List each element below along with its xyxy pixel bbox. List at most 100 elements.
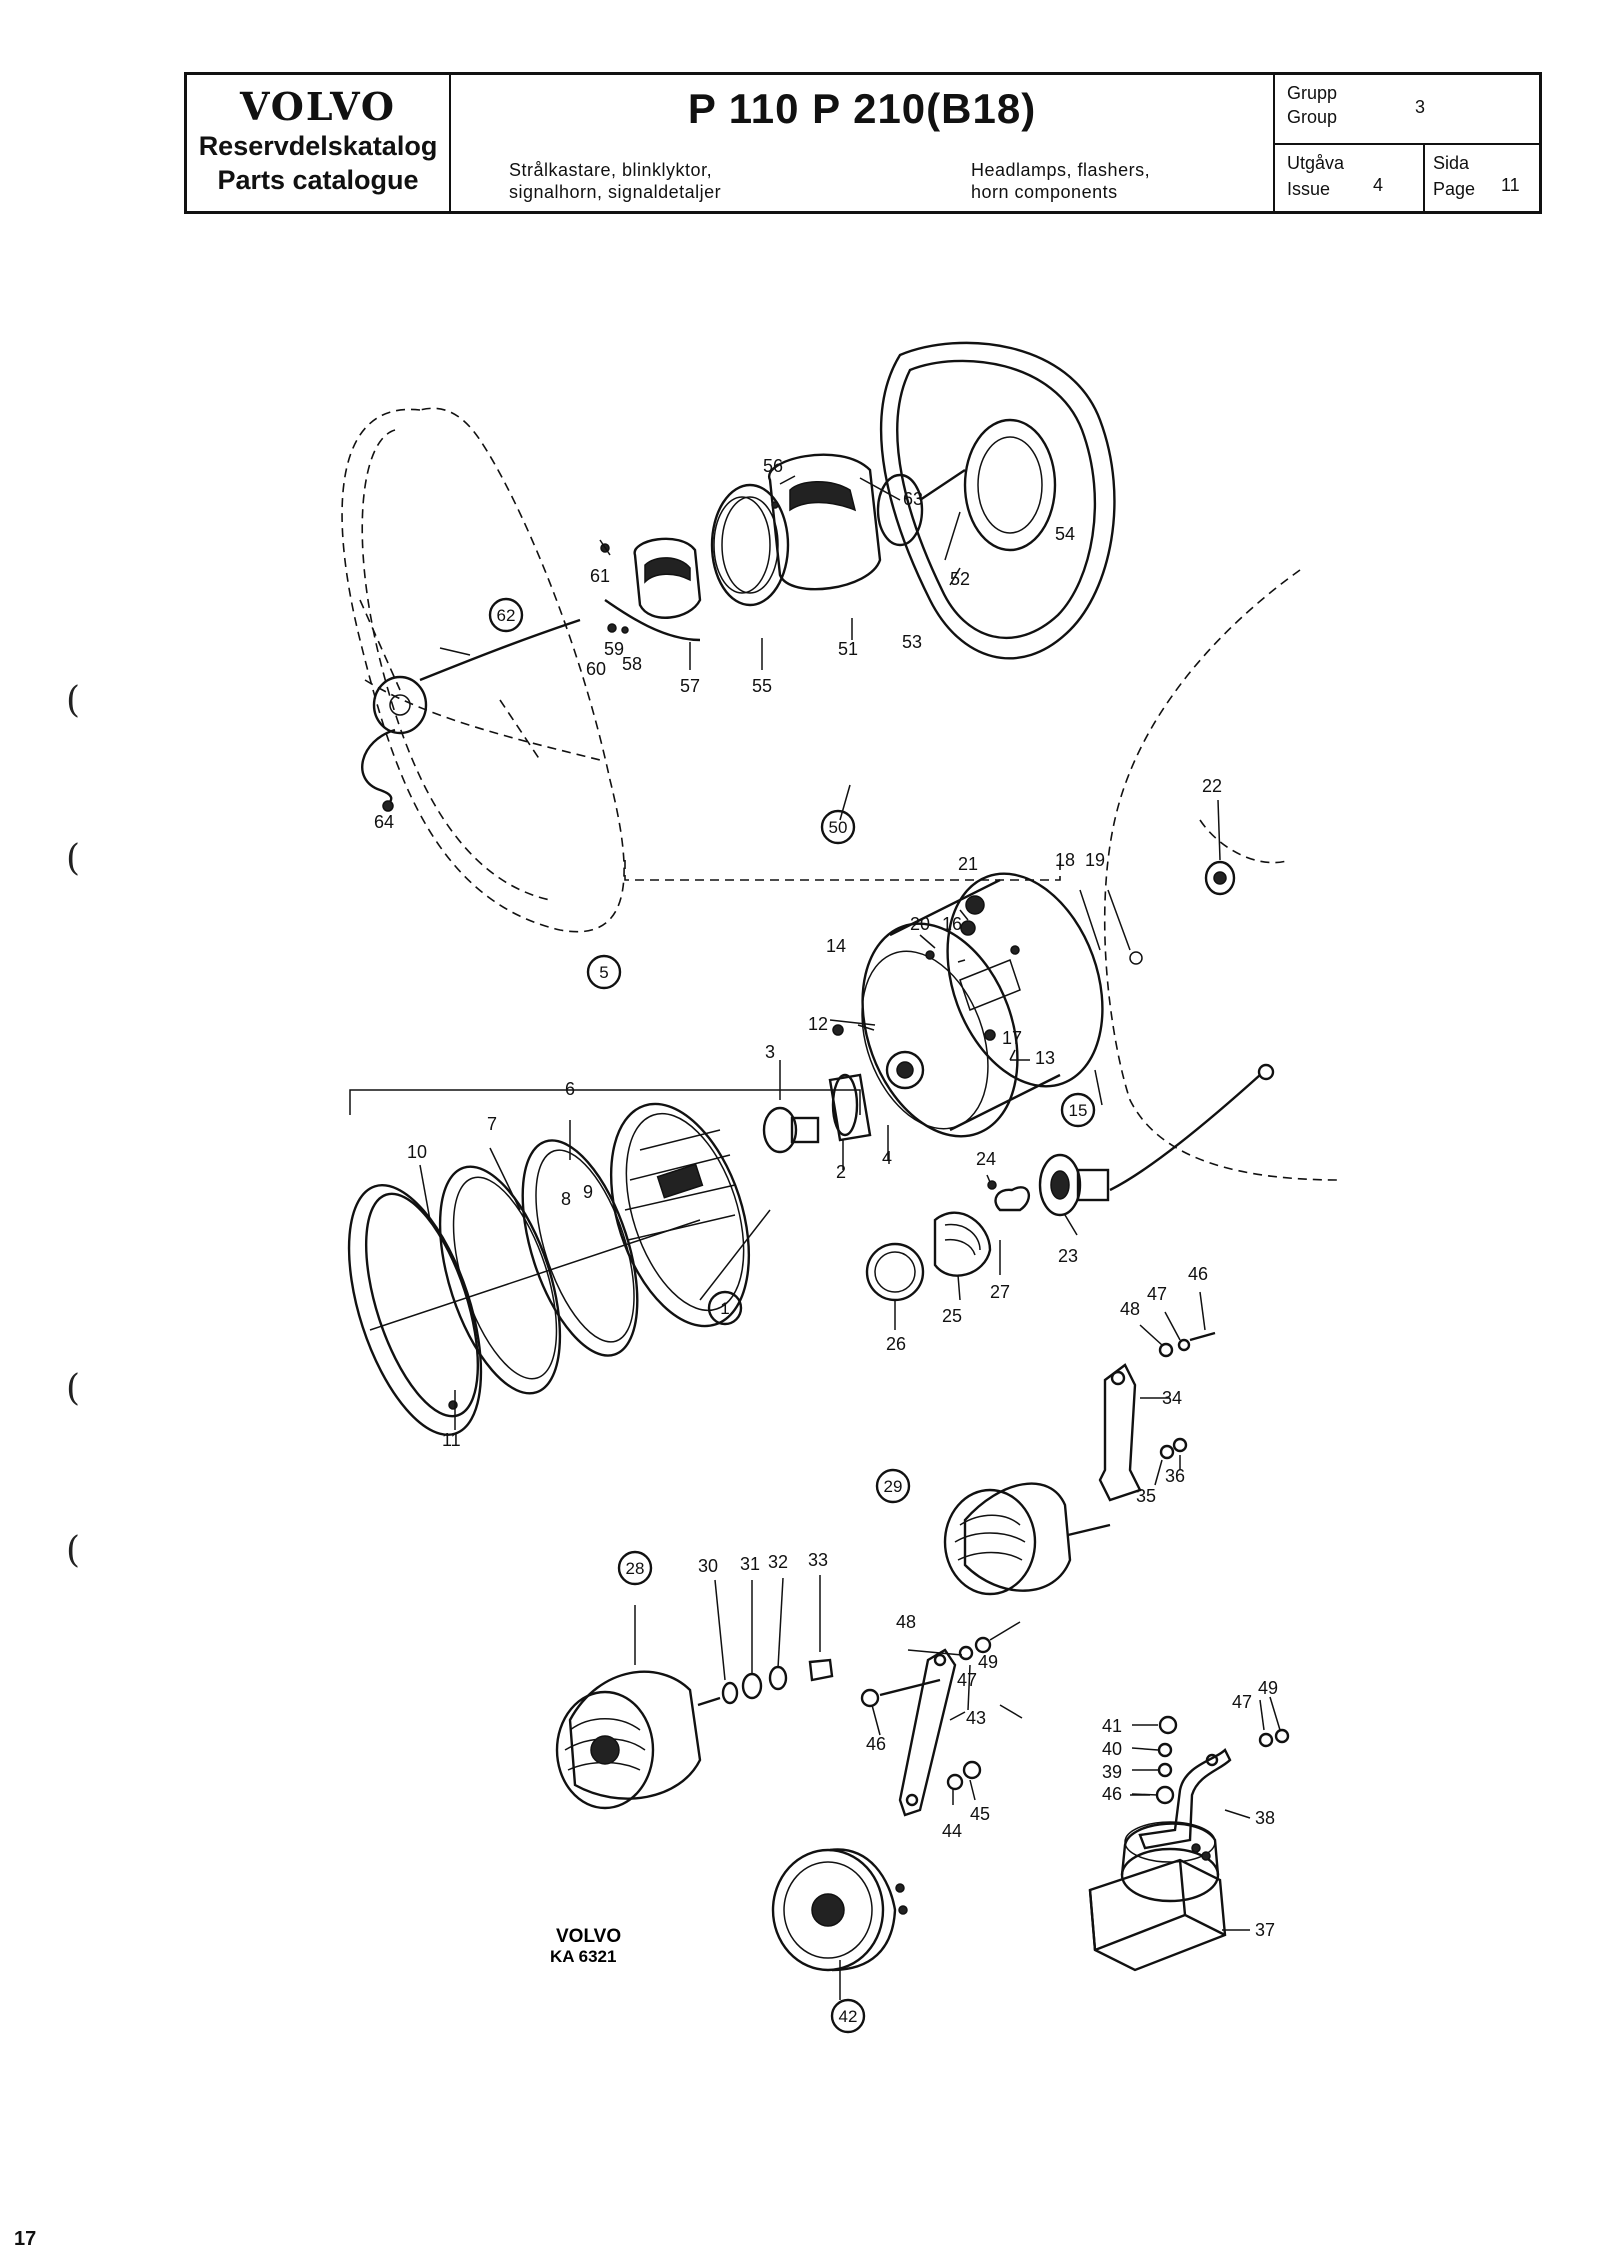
callout-18: 18 xyxy=(1055,850,1075,870)
callout-35: 35 xyxy=(1136,1486,1156,1506)
callout-16: 16 xyxy=(942,914,962,934)
callout-6: 6 xyxy=(565,1079,575,1099)
group-5-bracket xyxy=(349,1089,861,1115)
callout-39: 39 xyxy=(1102,1762,1122,1782)
callout-37: 37 xyxy=(1255,1920,1275,1940)
issue-label-en: Issue xyxy=(1287,179,1331,199)
header-divider-vertical xyxy=(1423,143,1425,211)
description-sv: Strålkastare, blinklyktor, signalhorn, s… xyxy=(509,159,721,203)
volvo-logo: VOLVO xyxy=(239,84,397,129)
description-en: Headlamps, flashers, horn components xyxy=(971,159,1150,203)
callout-58: 58 xyxy=(622,654,642,674)
callout-49a: 49 xyxy=(978,1652,998,1672)
callout-47a: 47 xyxy=(1147,1284,1167,1304)
callout-59: 59 xyxy=(604,639,624,659)
callout-56: 56 xyxy=(763,456,783,476)
callout-48a: 48 xyxy=(1120,1299,1140,1319)
callout-32: 32 xyxy=(768,1552,788,1572)
callout-47c: 47 xyxy=(1232,1692,1252,1712)
headlamp-rings xyxy=(347,1139,701,1437)
group-value: 3 xyxy=(1415,97,1426,117)
callout-21: 21 xyxy=(958,854,978,874)
brand-block: VOLVO Reservdelskatalog Parts catalogue xyxy=(187,75,451,211)
callout-36: 36 xyxy=(1165,1466,1185,1486)
body-panel-outline xyxy=(1103,569,1341,1181)
callout-13: 13 xyxy=(1035,1048,1055,1068)
callout-49b: 49 xyxy=(1258,1678,1278,1698)
catalog-title-en: Parts catalogue xyxy=(217,165,419,195)
callout-60: 60 xyxy=(586,659,606,679)
drawing-logo: VOLVO xyxy=(556,1926,621,1947)
callout-63: 63 xyxy=(903,489,923,509)
description-sv-line1: Strålkastare, blinklyktor, xyxy=(509,160,713,180)
issue-label-sv: Utgåva xyxy=(1287,153,1345,173)
callout-3: 3 xyxy=(765,1042,775,1062)
callout-27: 27 xyxy=(990,1282,1010,1302)
nut-21 xyxy=(965,895,985,915)
margin-mark: ( xyxy=(66,1368,81,1409)
page-value: 11 xyxy=(1501,175,1520,195)
horn-ring-frame xyxy=(879,341,1116,660)
callout-26: 26 xyxy=(886,1334,906,1354)
callout-64: 64 xyxy=(374,812,394,832)
grommet-22 xyxy=(1204,860,1236,896)
drawing-number: KA 6321 xyxy=(550,1947,616,1966)
callout-42: 42 xyxy=(839,2007,858,2026)
callout-1: 1 xyxy=(720,1299,729,1318)
page-number: 17 xyxy=(14,2228,37,2250)
relay-bracket-38 xyxy=(1130,1715,1290,1850)
margin-mark: ( xyxy=(66,838,81,879)
callout-23: 23 xyxy=(1058,1246,1078,1266)
model-title: P 110 P 210(B18) xyxy=(687,85,1037,132)
screw-20 xyxy=(925,950,935,960)
description-en-line1: Headlamps, flashers, xyxy=(971,160,1151,180)
steering-wheel-outline xyxy=(341,407,625,933)
callout-15: 15 xyxy=(1069,1101,1088,1120)
callout-53: 53 xyxy=(902,632,922,652)
callout-22: 22 xyxy=(1202,776,1222,796)
horn-29 xyxy=(943,1482,1111,1596)
callout-12: 12 xyxy=(808,1014,828,1034)
callout-8: 8 xyxy=(561,1189,571,1209)
callout-50: 50 xyxy=(829,818,848,837)
catalog-title-sv: Reservdelskatalog xyxy=(198,131,438,161)
group-label-en: Group xyxy=(1287,107,1338,127)
callout-45: 45 xyxy=(970,1804,990,1824)
leader-50 xyxy=(839,784,851,821)
description-sv-line2: signalhorn, signaldetaljer xyxy=(509,182,722,202)
catalog-header: VOLVO Reservdelskatalog Parts catalogue … xyxy=(184,72,1542,214)
callout-61: 61 xyxy=(590,566,610,586)
reference-block: Grupp Group 3 Utgåva Issue 4 Sida Page 1… xyxy=(1275,75,1539,211)
callout-28: 28 xyxy=(626,1559,645,1578)
callout-31: 31 xyxy=(740,1554,760,1574)
callout-46c: 46 xyxy=(1102,1784,1122,1804)
callout-4: 4 xyxy=(882,1148,892,1168)
callout-2: 2 xyxy=(836,1162,846,1182)
callout-47b: 47 xyxy=(957,1670,977,1690)
callout-52: 52 xyxy=(950,569,970,589)
margin-mark: ( xyxy=(66,680,81,721)
headlamp-housing xyxy=(861,872,1104,1138)
title-block: P 110 P 210(B18) Strålkastare, blinklykt… xyxy=(451,75,1275,211)
horn-28 xyxy=(555,1658,834,1810)
callout-14: 14 xyxy=(826,936,846,956)
callout-25: 25 xyxy=(942,1306,962,1326)
callout-40: 40 xyxy=(1102,1739,1122,1759)
description-en-line2: horn components xyxy=(971,182,1118,202)
callout-20: 20 xyxy=(910,914,930,934)
horn-42 xyxy=(771,1848,908,1972)
horn-button-parts xyxy=(599,453,924,642)
callout-29: 29 xyxy=(884,1477,903,1496)
callout-30: 30 xyxy=(698,1556,718,1576)
callout-24: 24 xyxy=(976,1149,996,1169)
callout-5: 5 xyxy=(599,963,608,982)
horn-bracket-43 xyxy=(860,1636,992,1817)
callout-54: 54 xyxy=(1055,524,1075,544)
screw-11 xyxy=(448,1400,458,1410)
callout-10: 10 xyxy=(407,1142,427,1162)
callout-55: 55 xyxy=(752,676,772,696)
circled-callouts: 6 2 50 5 15 1 29 28 42 xyxy=(488,597,1096,2034)
callout-48b: 48 xyxy=(896,1612,916,1632)
page-label-sv: Sida xyxy=(1433,153,1470,173)
